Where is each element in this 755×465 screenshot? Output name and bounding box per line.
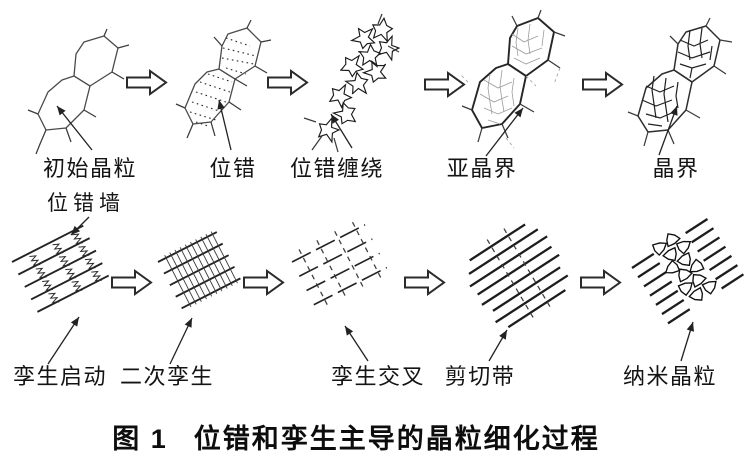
stage-label-secondary-twin: 二次孪生: [119, 364, 215, 389]
stage-label-twin-activation: 孪生启动: [12, 364, 108, 389]
pointer-arrowhead-icon: [331, 114, 339, 124]
pointer-arrowhead-icon: [217, 100, 225, 110]
annotation-dislocation-wall: 位错墙: [47, 192, 125, 215]
sketch-shear-band: [468, 223, 569, 329]
pointer-arrowhead-icon: [499, 330, 507, 340]
sketch-nano-grain: [631, 218, 745, 325]
pointer-arrows: [47, 99, 694, 365]
pointer-arrowhead-icon: [71, 225, 81, 235]
stage-label-initial-grain: 初始晶粒: [42, 156, 138, 181]
sketch-initial-grain: [27, 28, 130, 155]
pointer-arrowhead-icon: [345, 326, 354, 336]
sketch-twin-activation: [11, 224, 110, 313]
sketch-dislocation-tangle: [303, 13, 400, 153]
stage-label-nano-grain: 纳米晶粒: [622, 364, 718, 389]
figure-caption: 图 1 位错和孪生主导的晶粒细化过程: [112, 417, 600, 456]
stage-label-subgrain-boundary: 亚晶界: [446, 156, 518, 181]
figure-caption-number: 图 1: [112, 424, 168, 454]
process-arrow-icon: [267, 69, 309, 96]
pointer-arrowhead-icon: [670, 106, 678, 116]
pointer-arrowhead-icon: [57, 106, 66, 116]
pointer-arrowhead-icon: [686, 322, 694, 332]
stage-label-twin-intersection: 孪生交叉: [330, 364, 426, 389]
sketch-secondary-twin: [157, 231, 241, 310]
process-arrow-icon: [126, 69, 168, 96]
pointer-arrowhead-icon: [514, 108, 523, 118]
stage-label-dislocation: 位错: [209, 156, 257, 181]
stage-label-shear-band: 剪切带: [444, 364, 516, 389]
process-arrow-icon: [111, 269, 153, 296]
pointer-arrowhead-icon: [184, 318, 192, 328]
process-arrow-icon: [243, 269, 285, 296]
sketch-twin-intersection: [291, 221, 388, 307]
sketch-dislocation: [175, 19, 272, 139]
pointer-arrowhead-icon: [70, 317, 79, 327]
pointer-arrow-icon: [47, 316, 80, 365]
process-arrow-icon: [404, 269, 446, 296]
process-arrow-icon: [580, 269, 622, 296]
stage-label-dislocation-tangle: 位错缠绕: [289, 156, 385, 181]
pointer-arrow-icon: [485, 107, 524, 157]
pointer-arrow-icon: [56, 105, 93, 151]
stage-label-grain-boundary: 晶界: [652, 156, 700, 181]
figure-caption-title: 位错和孪生主导的晶粒细化过程: [193, 424, 600, 454]
process-arrow-icon: [424, 71, 466, 98]
process-arrow-icon: [582, 71, 624, 98]
sketch-subgrain-boundary: [459, 9, 566, 149]
sketch-grain-boundary: [627, 17, 733, 147]
